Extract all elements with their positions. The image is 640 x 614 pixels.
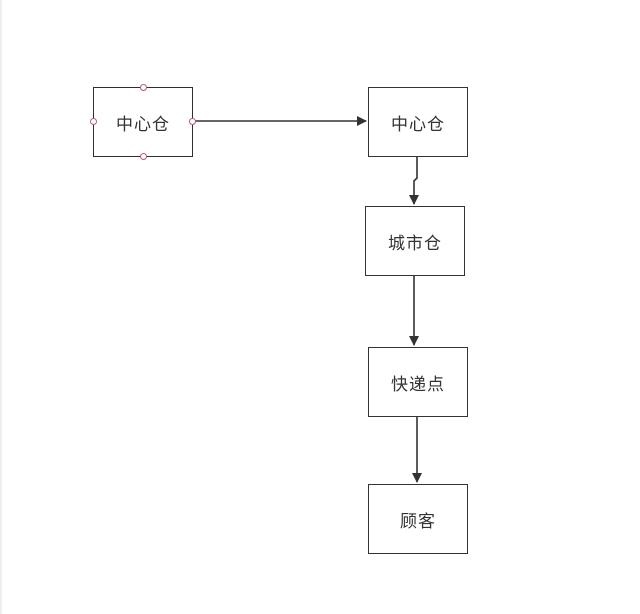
edge-n2-n3[interactable]	[409, 156, 419, 205]
connection-handle-bottom[interactable]	[139, 152, 147, 160]
node-central-warehouse-1[interactable]: 中心仓	[93, 87, 193, 157]
node-city-warehouse[interactable]: 城市仓	[365, 206, 465, 276]
node-customer[interactable]: 顾客	[368, 484, 468, 554]
connection-handle-right[interactable]	[188, 118, 196, 125]
node-label: 顾客	[400, 511, 436, 532]
node-delivery-point[interactable]: 快递点	[368, 347, 468, 417]
node-label: 中心仓	[391, 114, 445, 135]
connection-handle-left[interactable]	[89, 118, 97, 125]
node-label: 中心仓	[116, 114, 170, 135]
node-central-warehouse-2[interactable]: 中心仓	[368, 87, 468, 157]
connection-handle-top[interactable]	[139, 83, 147, 91]
canvas-left-border	[0, 0, 2, 614]
node-label: 城市仓	[388, 233, 442, 254]
node-label: 快递点	[391, 374, 445, 395]
